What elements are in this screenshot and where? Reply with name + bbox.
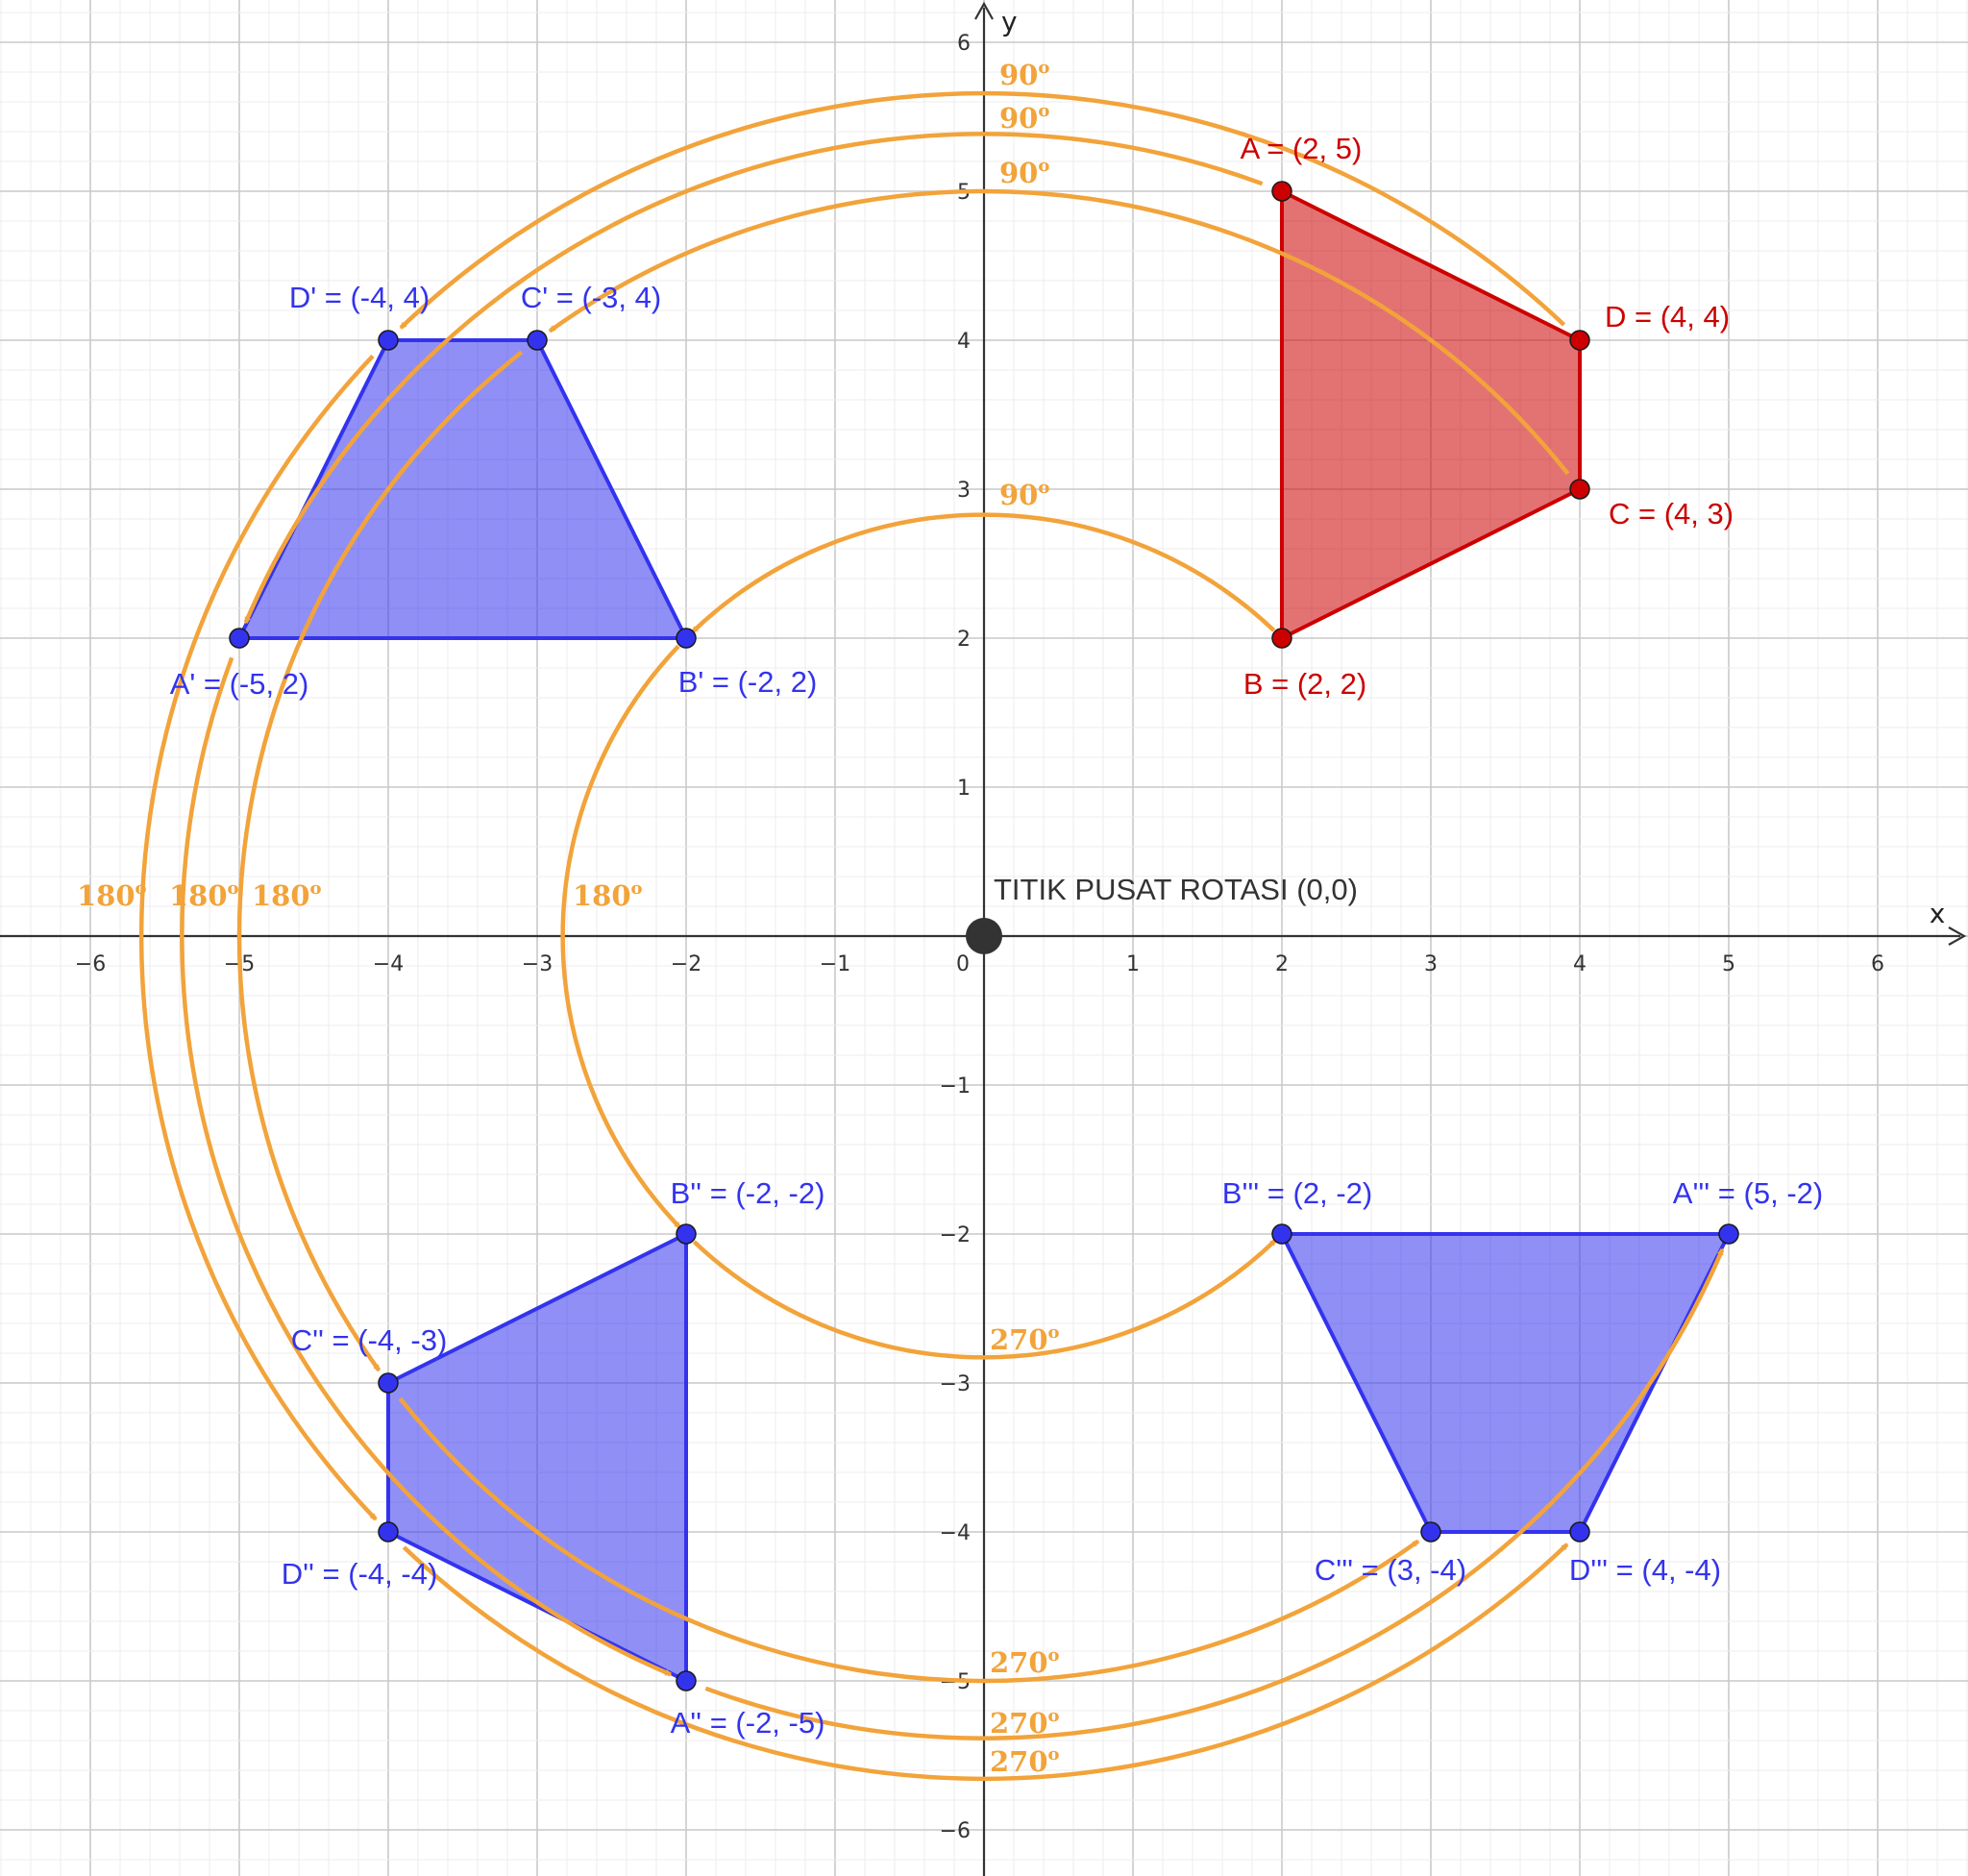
- y-tick-label: 4: [957, 330, 971, 354]
- vertex-point: [1569, 479, 1590, 500]
- y-tick-label: −6: [940, 1819, 971, 1843]
- x-axis-arrow-icon: [1948, 926, 1967, 946]
- x-tick-label: 6: [1871, 952, 1884, 976]
- vertex-label: A = (2, 5): [1241, 132, 1363, 165]
- y-tick-label: −4: [940, 1521, 971, 1545]
- angle-label: 90o: [999, 101, 1049, 135]
- vertex-point: [1420, 1521, 1441, 1543]
- x-tick-label: −3: [522, 952, 553, 976]
- vertex-label: A''' = (5, -2): [1673, 1176, 1823, 1210]
- y-axis-arrow-icon: [974, 1, 994, 20]
- y-tick-label: −1: [940, 1074, 971, 1098]
- y-tick-label: 6: [957, 32, 971, 56]
- vertex-point: [1271, 181, 1292, 202]
- angle-label: 90o: [999, 478, 1049, 511]
- y-tick-label: 1: [957, 777, 971, 801]
- x-tick-label: 5: [1722, 952, 1735, 976]
- vertex-point: [378, 330, 399, 351]
- y-tick-label: 2: [957, 628, 971, 652]
- vertex-point: [378, 1521, 399, 1543]
- vertex-label: D''' = (4, -4): [1569, 1553, 1721, 1587]
- rotation-arc: [399, 90, 1566, 330]
- rotation-arc: [691, 512, 1276, 634]
- vertex-label: C'' = (-4, -3): [291, 1323, 448, 1357]
- angle-label: 270o: [990, 1706, 1060, 1740]
- vertex-point: [1271, 628, 1292, 649]
- x-tick-label: 1: [1126, 952, 1140, 976]
- angle-label: 90o: [999, 58, 1049, 91]
- angle-label: 270o: [990, 1645, 1060, 1679]
- rotation-center-point: [966, 918, 1002, 954]
- rotation-arc: [548, 188, 1570, 476]
- x-tick-label: −1: [820, 952, 850, 976]
- x-tick-label: 3: [1424, 952, 1438, 976]
- angle-label: 270o: [990, 1744, 1060, 1778]
- vertex-point: [1271, 1223, 1292, 1245]
- rotation-arc: [180, 656, 673, 1677]
- vertex-label: D = (4, 4): [1605, 300, 1730, 333]
- x-tick-label: 0: [956, 952, 970, 976]
- rotation-arc: [704, 1247, 1725, 1740]
- rotation-arc: [138, 354, 378, 1521]
- angle-label: 180o: [77, 878, 147, 912]
- vertex-point: [1718, 1223, 1739, 1245]
- rotation-center-label: TITIK PUSAT ROTASI (0,0): [994, 873, 1358, 906]
- vertex-point: [527, 330, 548, 351]
- angle-label: 180o: [169, 878, 239, 912]
- vertex-label: C' = (-3, 4): [521, 281, 661, 314]
- y-axis-label: y: [1001, 6, 1018, 37]
- vertex-label: C''' = (3, -4): [1315, 1553, 1466, 1587]
- rotation-arc: [236, 350, 524, 1372]
- vertex-label: B''' = (2, -2): [1222, 1176, 1372, 1210]
- vertex-label: A' = (-5, 2): [170, 667, 309, 701]
- vertex-point: [1569, 1521, 1590, 1543]
- vertices: [229, 181, 1739, 1691]
- x-tick-label: 4: [1573, 952, 1587, 976]
- vertex-point: [676, 1223, 697, 1245]
- vertex-label: A'' = (-2, -5): [671, 1706, 825, 1740]
- y-tick-label: −3: [940, 1372, 971, 1396]
- rotation-arcs: [138, 90, 1725, 1782]
- labels: A = (2, 5) D = (4, 4) C = (4, 3) B = (2, 2)…: [77, 58, 1823, 1778]
- vertex-point: [676, 628, 697, 649]
- rotation-arc: [560, 644, 682, 1229]
- vertex-label: C = (4, 3): [1609, 497, 1734, 531]
- vertex-label: B' = (-2, 2): [678, 665, 818, 699]
- vertex-point: [229, 628, 250, 649]
- angle-label: 270o: [990, 1322, 1060, 1356]
- vertex-point: [378, 1372, 399, 1394]
- y-tick-label: −2: [940, 1223, 971, 1247]
- x-tick-label: −6: [75, 952, 106, 976]
- angle-label: 180o: [573, 878, 643, 912]
- x-axis-label: x: [1930, 898, 1946, 929]
- angle-label: 90o: [999, 156, 1049, 189]
- vertex-point: [676, 1670, 697, 1691]
- x-tick-label: 2: [1275, 952, 1289, 976]
- x-tick-label: −4: [373, 952, 404, 976]
- vertex-label: B = (2, 2): [1243, 667, 1366, 701]
- vertex-label: D' = (-4, 4): [289, 281, 430, 314]
- rotation-arc: [243, 132, 1264, 625]
- y-tick-label: 3: [957, 479, 971, 503]
- vertex-point: [1569, 330, 1590, 351]
- rotation-arc: [692, 1238, 1277, 1360]
- vertex-label: D'' = (-4, -4): [282, 1557, 438, 1591]
- rotation-arc: [398, 1396, 1420, 1684]
- x-tick-label: −2: [671, 952, 701, 976]
- angle-label: 180o: [252, 878, 322, 912]
- vertex-label: B'' = (-2, -2): [671, 1176, 825, 1210]
- rotation-arc: [402, 1543, 1569, 1782]
- polygons: [237, 189, 1731, 1683]
